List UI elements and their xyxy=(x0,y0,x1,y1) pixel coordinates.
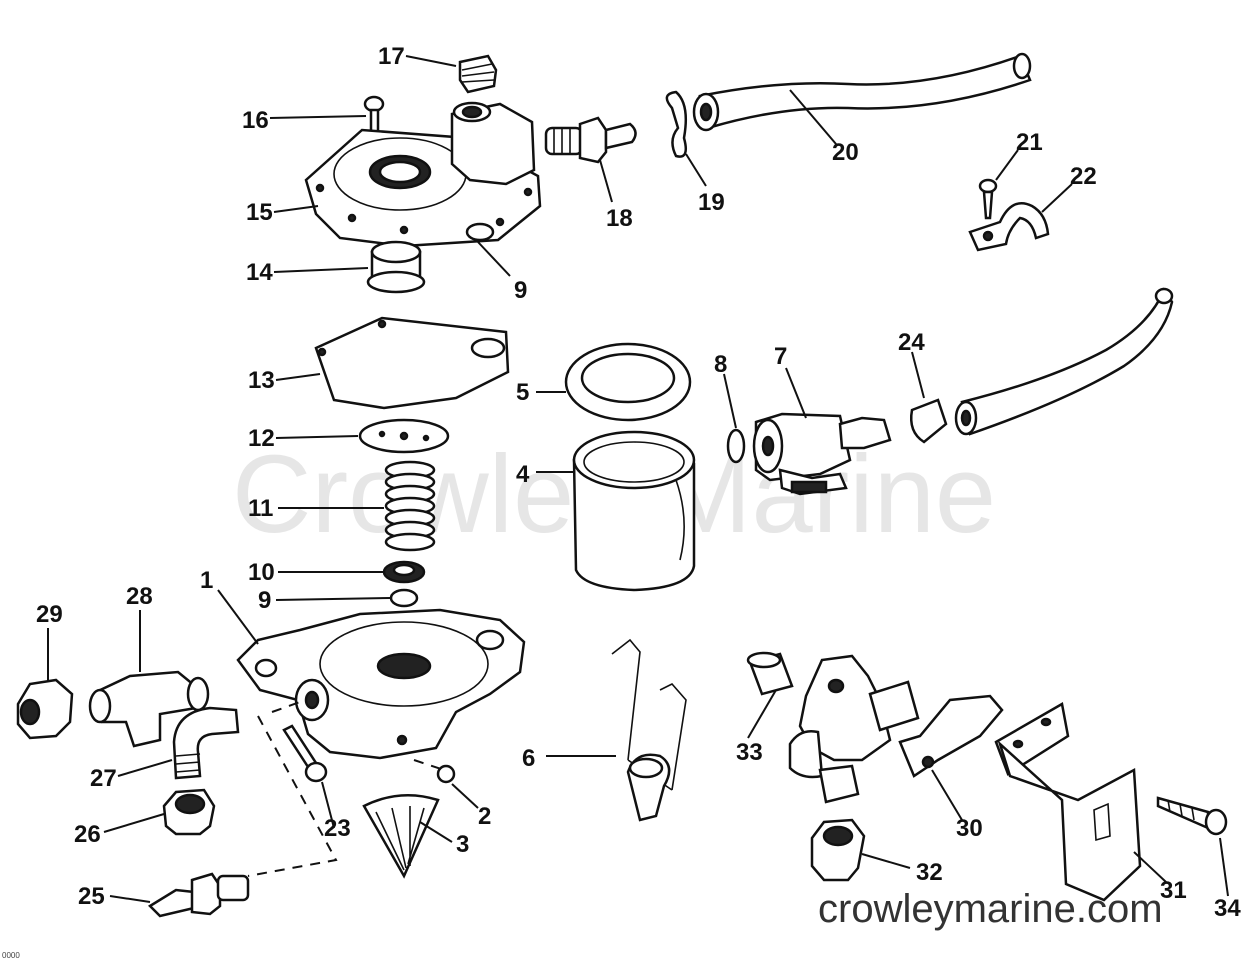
callout-22: 22 xyxy=(1070,163,1097,190)
part-10-check-valve xyxy=(382,560,426,584)
callout-27: 27 xyxy=(90,765,117,792)
callout-28: 28 xyxy=(126,583,153,610)
callout-34: 34 xyxy=(1214,895,1241,922)
part-18-hose-fitting xyxy=(544,116,637,164)
assembly-dash-line xyxy=(247,715,338,877)
part-23-screen-pin xyxy=(282,724,328,783)
part-29-flare-nut xyxy=(16,678,74,740)
part-26-flare-nut xyxy=(162,788,216,836)
part-4-filter-bowl xyxy=(572,430,696,592)
part-22-hose-clamp xyxy=(968,202,1050,252)
callout-26: 26 xyxy=(74,821,101,848)
callout-30: 30 xyxy=(956,815,983,842)
callout-9-upper: 9 xyxy=(514,277,527,304)
part-12-diaphragm-plate xyxy=(358,418,450,454)
callout-6: 6 xyxy=(522,745,535,772)
callout-25: 25 xyxy=(78,883,105,910)
callout-21: 21 xyxy=(1016,129,1043,156)
part-21-screw xyxy=(978,178,998,220)
part-17-plug xyxy=(458,54,498,94)
part-8-o-ring xyxy=(726,428,746,464)
part-2-ball xyxy=(436,764,456,784)
corner-mark: 0000 xyxy=(2,951,20,960)
part-33-sleeve xyxy=(746,651,794,696)
callout-10: 10 xyxy=(248,559,275,586)
part-28-tee-fitting xyxy=(88,670,210,748)
part-25-hose-fitting xyxy=(147,872,250,918)
callout-7: 7 xyxy=(774,343,787,370)
part-9-o-ring-upper xyxy=(465,222,495,242)
part-14-valve-cup xyxy=(366,240,426,294)
part-27-elbow xyxy=(172,706,240,780)
part-34-screw xyxy=(1156,796,1228,836)
callout-16: 16 xyxy=(242,107,269,134)
callout-14: 14 xyxy=(246,259,273,286)
assembly-dash-line-3 xyxy=(413,759,445,771)
callout-31: 31 xyxy=(1160,877,1187,904)
callout-19: 19 xyxy=(698,189,725,216)
part-20-fuel-hose xyxy=(692,52,1032,132)
callout-3: 3 xyxy=(456,831,469,858)
callout-1: 1 xyxy=(200,567,213,594)
callout-4: 4 xyxy=(516,461,530,488)
callout-11: 11 xyxy=(248,495,273,522)
callout-17: 17 xyxy=(378,43,405,70)
part-30-shutoff-valve xyxy=(788,654,1004,804)
part-13-diaphragm xyxy=(314,316,510,410)
callout-15: 15 xyxy=(246,199,273,226)
callout-8: 8 xyxy=(714,351,727,378)
part-31-bracket xyxy=(994,702,1142,902)
leader-lines xyxy=(47,55,1229,903)
site-url-text: crowleymarine.com xyxy=(818,887,1163,931)
callout-12: 12 xyxy=(248,425,275,452)
part-3-cone-filter xyxy=(362,794,440,879)
callout-32: 32 xyxy=(916,859,943,886)
part-19-hose-clip xyxy=(665,90,687,158)
callout-23: 23 xyxy=(324,815,351,842)
part-11-spring xyxy=(384,460,436,552)
callout-24: 24 xyxy=(898,329,925,356)
part-24-hose-clamp xyxy=(910,398,948,444)
part-fuel-hose-lower xyxy=(954,287,1174,436)
callout-29: 29 xyxy=(36,601,63,628)
callout-20: 20 xyxy=(832,139,859,166)
part-9-o-ring-lower xyxy=(389,588,419,608)
part-32-flare-nut xyxy=(810,818,866,882)
callout-9-lower: 9 xyxy=(258,587,271,614)
part-6-filter-element xyxy=(611,638,687,822)
callout-18: 18 xyxy=(606,205,633,232)
assembly-dash-line-2 xyxy=(271,701,301,713)
part-1-pump-body xyxy=(236,608,526,760)
part-5-gasket-ring xyxy=(564,342,692,422)
part-15-pump-cover xyxy=(304,101,542,248)
callout-5: 5 xyxy=(516,379,529,406)
part-16-screw xyxy=(363,95,385,136)
callout-labels: 1 2 3 4 5 6 7 8 9 9 10 11 12 13 14 15 16… xyxy=(36,43,1241,922)
callout-2: 2 xyxy=(478,803,491,830)
part-7-fuel-valve xyxy=(752,412,892,496)
callout-33: 33 xyxy=(736,739,763,766)
callout-13: 13 xyxy=(248,367,275,394)
